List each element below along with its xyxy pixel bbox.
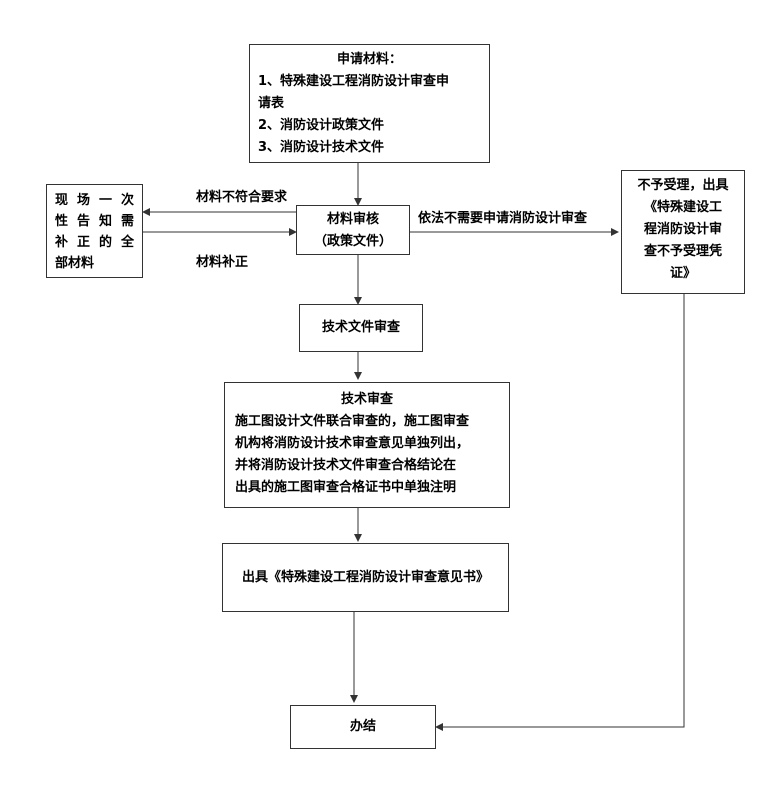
reject-box: 不予受理，出具 《特殊建设工 程消防设计审 查不予受理凭 证》 [621,170,745,294]
material-review-box: 材料审核 （政策文件） [296,205,410,255]
tech-doc-review-box: 技术文件审查 [299,304,423,352]
application-item: 1、特殊建设工程消防设计审查申 [258,74,450,89]
reject-line: 《特殊建设工 [643,200,722,215]
application-item: 2、消防设计政策文件 [258,118,385,133]
notify-box: 现场一次 性告知需 补正的全 部材料 [46,184,143,278]
review-line2: （政策文件） [313,234,392,249]
notify-line: 性告知需 [55,214,134,229]
tech-review-title: 技术审查 [340,392,393,407]
application-title: 申请材料： [336,52,402,67]
notify-line: 部材料 [55,256,95,271]
opinion-box: 出具《特殊建设工程消防设计审查意见书》 [222,543,509,612]
reject-line: 查不予受理凭 [643,244,722,259]
notify-line: 补正的全 [55,235,134,250]
tech-review-line: 并将消防设计技术文件审查合格结论在 [235,458,457,473]
tech-review-line: 出具的施工图审查合格证书中单独注明 [235,480,457,495]
review-line1: 材料审核 [326,212,379,227]
application-materials-box: 申请材料： 1、特殊建设工程消防设计审查申 请表 2、消防设计政策文件 3、消防… [249,44,490,163]
reject-line: 不予受理，出具 [637,178,729,193]
application-item: 3、消防设计技术文件 [258,140,385,155]
opinion-label: 出具《特殊建设工程消防设计审查意见书》 [241,570,489,585]
done-label: 办结 [349,719,376,734]
reject-line: 证》 [669,266,696,281]
label-not-meet: 材料不符合要求 [196,190,288,205]
notify-line: 现场一次 [55,193,134,208]
tech-doc-label: 技术文件审查 [321,320,400,335]
tech-review-box: 技术审查 施工图设计文件联合审查的，施工图审查 机构将消防设计技术审查意见单独列… [224,382,510,508]
done-box: 办结 [290,705,436,749]
reject-line: 程消防设计审 [643,222,722,237]
tech-review-line: 施工图设计文件联合审查的，施工图审查 [235,414,470,429]
arrow-reject-to-done [435,294,685,731]
label-no-need: 依法不需要申请消防设计审查 [418,211,588,226]
label-supplement: 材料补正 [196,255,249,270]
application-item: 请表 [258,96,285,111]
tech-review-line: 机构将消防设计技术审查意见单独列出， [235,436,470,451]
